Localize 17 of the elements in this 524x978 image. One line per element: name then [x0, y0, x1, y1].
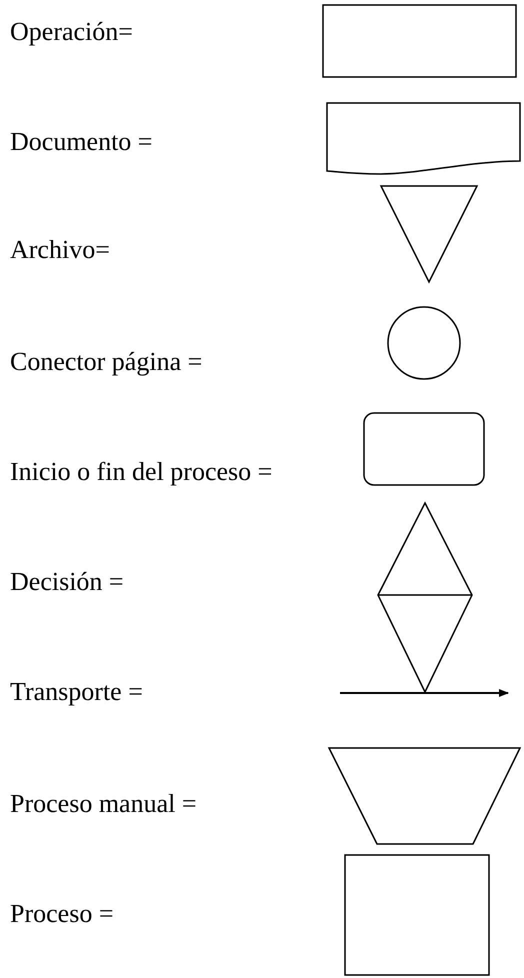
- rectangle-symbol: [322, 4, 517, 78]
- symbol-label: Proceso manual =: [10, 789, 197, 819]
- symbol-label: Archivo=: [10, 235, 110, 265]
- symbol-label: Decisión =: [10, 567, 124, 597]
- symbol-label: Operación=: [10, 17, 133, 47]
- symbol-label: Conector página =: [10, 347, 202, 377]
- diamond-symbol: [377, 502, 473, 694]
- rounded-rectangle-symbol: [363, 412, 485, 486]
- symbol-label: Proceso =: [10, 899, 114, 929]
- circle-symbol: [387, 306, 461, 380]
- square-symbol: [344, 854, 490, 976]
- trapezoid-symbol: [328, 747, 522, 845]
- document-symbol: [326, 102, 521, 175]
- symbol-label: Transporte =: [10, 677, 143, 707]
- triangle-symbol: [380, 185, 478, 284]
- symbol-label: Documento =: [10, 127, 152, 157]
- symbol-label: Inicio o fin del proceso =: [10, 457, 272, 487]
